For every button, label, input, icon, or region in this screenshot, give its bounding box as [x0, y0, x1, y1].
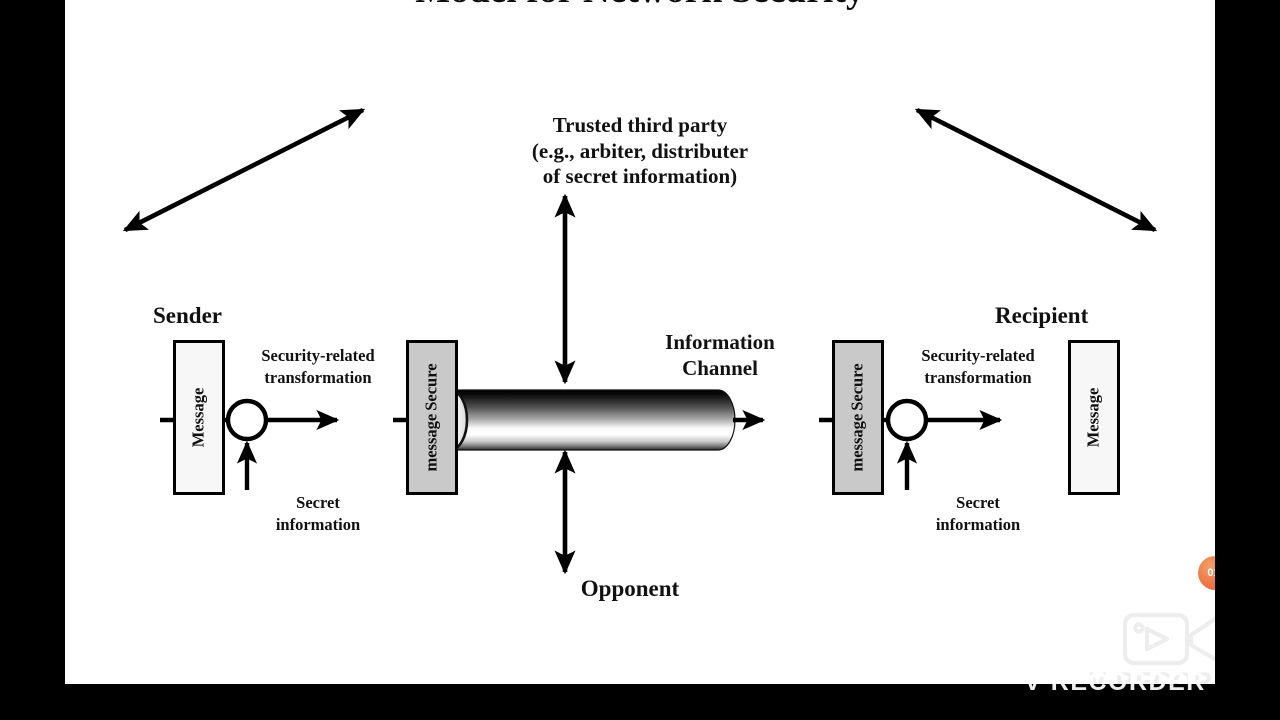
information-channel-cylinder — [431, 388, 736, 452]
secret-information-label-sender: Secret information — [233, 492, 403, 536]
slide-title: Model for Network Security — [65, 0, 1215, 13]
transformation-sender-line-2: transformation — [264, 367, 372, 387]
information-channel-line-1: Information — [665, 330, 775, 354]
transform-node-left — [225, 398, 269, 442]
secret-recipient-line-2: information — [935, 514, 1021, 534]
letterbox-bottom — [0, 684, 1280, 720]
sender-label: Sender — [153, 303, 222, 328]
trusted-third-party-label: Trusted third party (e.g., arbiter, dist… — [425, 113, 855, 190]
secret-information-label-recipient: Secret information — [893, 492, 1063, 536]
secure-message-box-recipient: Secure message — [832, 340, 884, 495]
message-box-recipient: Message — [1068, 340, 1120, 495]
message-box-recipient-label: Message — [1083, 387, 1103, 448]
transformation-sender-line-1: Security-related — [261, 346, 375, 365]
secure-message-box-sender-label: Secure message — [421, 363, 442, 472]
presentation-slide: Model for Network Security — [65, 0, 1215, 684]
transformation-recipient-line-1: Security-related — [921, 346, 1035, 365]
watermark-brand-text: V RECORDER — [1089, 668, 1215, 684]
trusted-third-party-line-1: Trusted third party — [552, 113, 728, 137]
secure-message-sender-line-2: message — [421, 413, 441, 472]
secure-message-box-sender: Secure message — [406, 340, 458, 495]
secure-message-recipient-line-2: message — [847, 413, 867, 472]
recipient-label: Recipient — [995, 303, 1089, 328]
information-channel-label: Information Channel — [585, 330, 855, 381]
secret-sender-line-2: information — [275, 514, 361, 534]
watermark-brand-text-overlay: V RECORDER — [1024, 668, 1206, 696]
arrow-sender-to-trusted-party — [122, 107, 366, 233]
message-box-sender: Message — [173, 340, 225, 495]
message-box-sender-label: Message — [188, 387, 208, 448]
security-transformation-label-sender: Security-related transformation — [233, 345, 403, 389]
secure-message-sender-line-1: Secure — [421, 363, 441, 411]
trusted-third-party-line-3: of secret information) — [542, 164, 738, 189]
information-channel-line-2: Channel — [682, 355, 758, 380]
letterbox-left — [0, 0, 65, 720]
opponent-label: Opponent — [580, 576, 680, 601]
secret-recipient-line-1: Secret — [956, 493, 1000, 512]
security-transformation-label-recipient: Security-related transformation — [893, 345, 1063, 389]
letterbox-right — [1215, 0, 1280, 720]
transform-node-right — [885, 398, 929, 442]
arrow-recipient-to-trusted-party — [914, 107, 1158, 233]
secret-sender-line-1: Secret — [296, 493, 340, 512]
trusted-third-party-line-2: (e.g., arbiter, distributer — [531, 138, 749, 163]
transformation-recipient-line-2: transformation — [924, 367, 1032, 387]
